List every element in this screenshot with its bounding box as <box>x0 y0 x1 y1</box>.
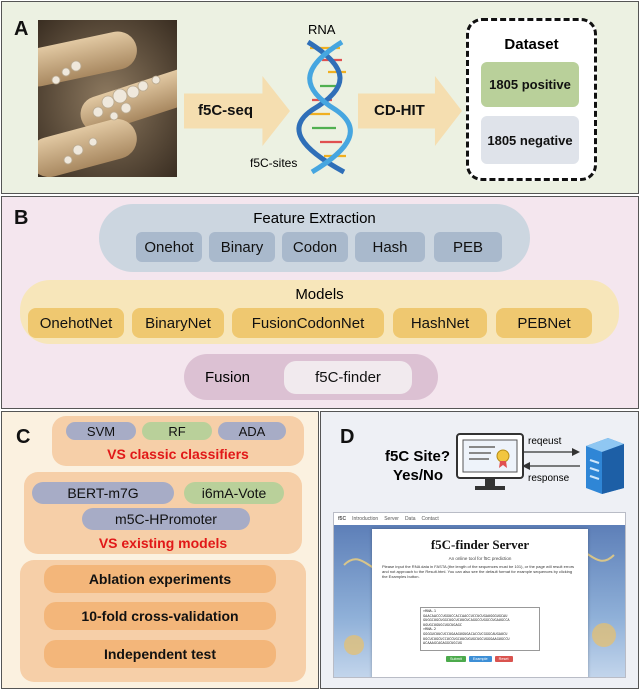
dataset-title: Dataset <box>504 36 559 53</box>
f5c-sites-label: f5C-sites <box>250 156 298 170</box>
model-pebnet: PEBNet <box>496 308 592 338</box>
panel-a-letter: A <box>14 18 29 40</box>
feature-extraction-title: Feature Extraction <box>253 210 376 227</box>
server-instructions: Please input the RNA data in FASTA (the … <box>382 564 575 579</box>
site-navbar: f5C Introduction Server Data Contact <box>334 513 625 525</box>
panel-d-letter: D <box>340 426 355 448</box>
seq-line: ACAAAGCAGAGGCUGCUG <box>423 641 462 646</box>
question-line2: Yes/No <box>393 467 444 484</box>
classifier-ada: ADA <box>218 422 286 440</box>
server-card: f5C-finder Server An online tool for f5C… <box>372 529 588 677</box>
model-binarynet: BinaryNet <box>132 308 224 338</box>
model-bert-m7g: BERT-m7G <box>32 482 174 504</box>
feature-onehot: Onehot <box>136 232 202 262</box>
feature-codon: Codon <box>282 232 348 262</box>
feature-hash: Hash <box>355 232 425 262</box>
seq-line: >RNA-2 <box>423 627 436 632</box>
model-m5c-hpromoter: m5C-HPromoter <box>82 508 250 530</box>
seq-line: >RNA-1 <box>423 609 436 613</box>
cd-hit-label: CD-HIT <box>374 102 425 119</box>
request-label: reqeust <box>528 436 562 447</box>
positive-count: 1805 positive <box>481 62 579 107</box>
seq-line: UGCUCUGCUCCUCCUGCUUCUGUGCUGCUGGGAAGUGCCU <box>423 636 510 641</box>
nav-introduction[interactable]: Introduction <box>352 516 379 522</box>
monitor-certificate-icon <box>456 433 524 490</box>
experiment-cross-validation: 10-fold cross-validation <box>44 602 276 630</box>
rna-label: RNA <box>308 22 336 37</box>
example-button[interactable]: Example <box>468 656 492 662</box>
nav-data[interactable]: Data <box>404 516 416 522</box>
fusion-model-f5c-finder: f5C-finder <box>284 361 412 394</box>
request-arrow-icon <box>522 448 580 456</box>
model-onehotnet: OnehotNet <box>28 308 124 338</box>
experiment-independent-test: Independent test <box>44 640 276 668</box>
submit-button[interactable]: Submit <box>446 656 466 662</box>
seq-line: GAACAACCCUGGUCCACCAACCUCCUCUGAUGGGUGCAU <box>423 613 508 618</box>
response-label: response <box>528 473 570 484</box>
feature-binary: Binary <box>209 232 275 262</box>
server-icon <box>586 438 624 494</box>
nav-server[interactable]: Server <box>384 516 399 522</box>
panel-c-letter: C <box>16 426 31 448</box>
classifier-rf: RF <box>142 422 212 440</box>
server-title: f5C-finder Server <box>430 537 530 552</box>
feature-peb: PEB <box>434 232 502 262</box>
classifier-svm: SVM <box>66 422 136 440</box>
f5c-seq-label: f5C-seq <box>198 102 254 119</box>
model-fusioncodonnet: FusionCodonNet <box>232 308 384 338</box>
server-subtitle: An online tool for f5C prediction <box>448 556 512 561</box>
models-title: Models <box>295 286 344 303</box>
model-i6ma-vote: i6mA-Vote <box>184 482 284 504</box>
rna-helix-icon <box>296 39 353 175</box>
model-hashnet: HashNet <box>393 308 487 338</box>
classic-caption: VS classic classifiers <box>107 446 249 462</box>
nav-contact[interactable]: Contact <box>421 516 439 522</box>
existing-caption: VS existing models <box>98 535 228 551</box>
panel-b-letter: B <box>14 207 29 229</box>
seq-line: GUGGCUGCUGGCUGCUCUUCUCAGGCCUGGCCUGAUGCCA <box>423 618 510 623</box>
seq-line: UGUGCUGUGCUGCUGAGC <box>423 622 462 627</box>
experiment-ablation: Ablation experiments <box>44 565 276 593</box>
web-server-screenshot: f5C Introduction Server Data Contact f5C… <box>333 512 626 678</box>
form-buttons: Submit Example Reset <box>446 656 513 662</box>
seq-line: GGGGUCUUCUCCUGAAGUGUGACACCUCGGGCAUGAUCU <box>423 631 508 636</box>
response-arrow-icon <box>522 462 580 470</box>
sequence-textarea[interactable]: >RNA-1 GAACAACCCUGGUCCACCAACCUCCUCUGAUGG… <box>420 607 540 651</box>
question-line1: f5C Site? <box>385 448 451 465</box>
nav-home[interactable]: f5C <box>338 516 347 522</box>
reset-button[interactable]: Reset <box>494 656 513 662</box>
fusion-label: Fusion <box>205 369 251 386</box>
bacteria-micrograph <box>38 20 177 177</box>
negative-count: 1805 negative <box>481 116 579 164</box>
